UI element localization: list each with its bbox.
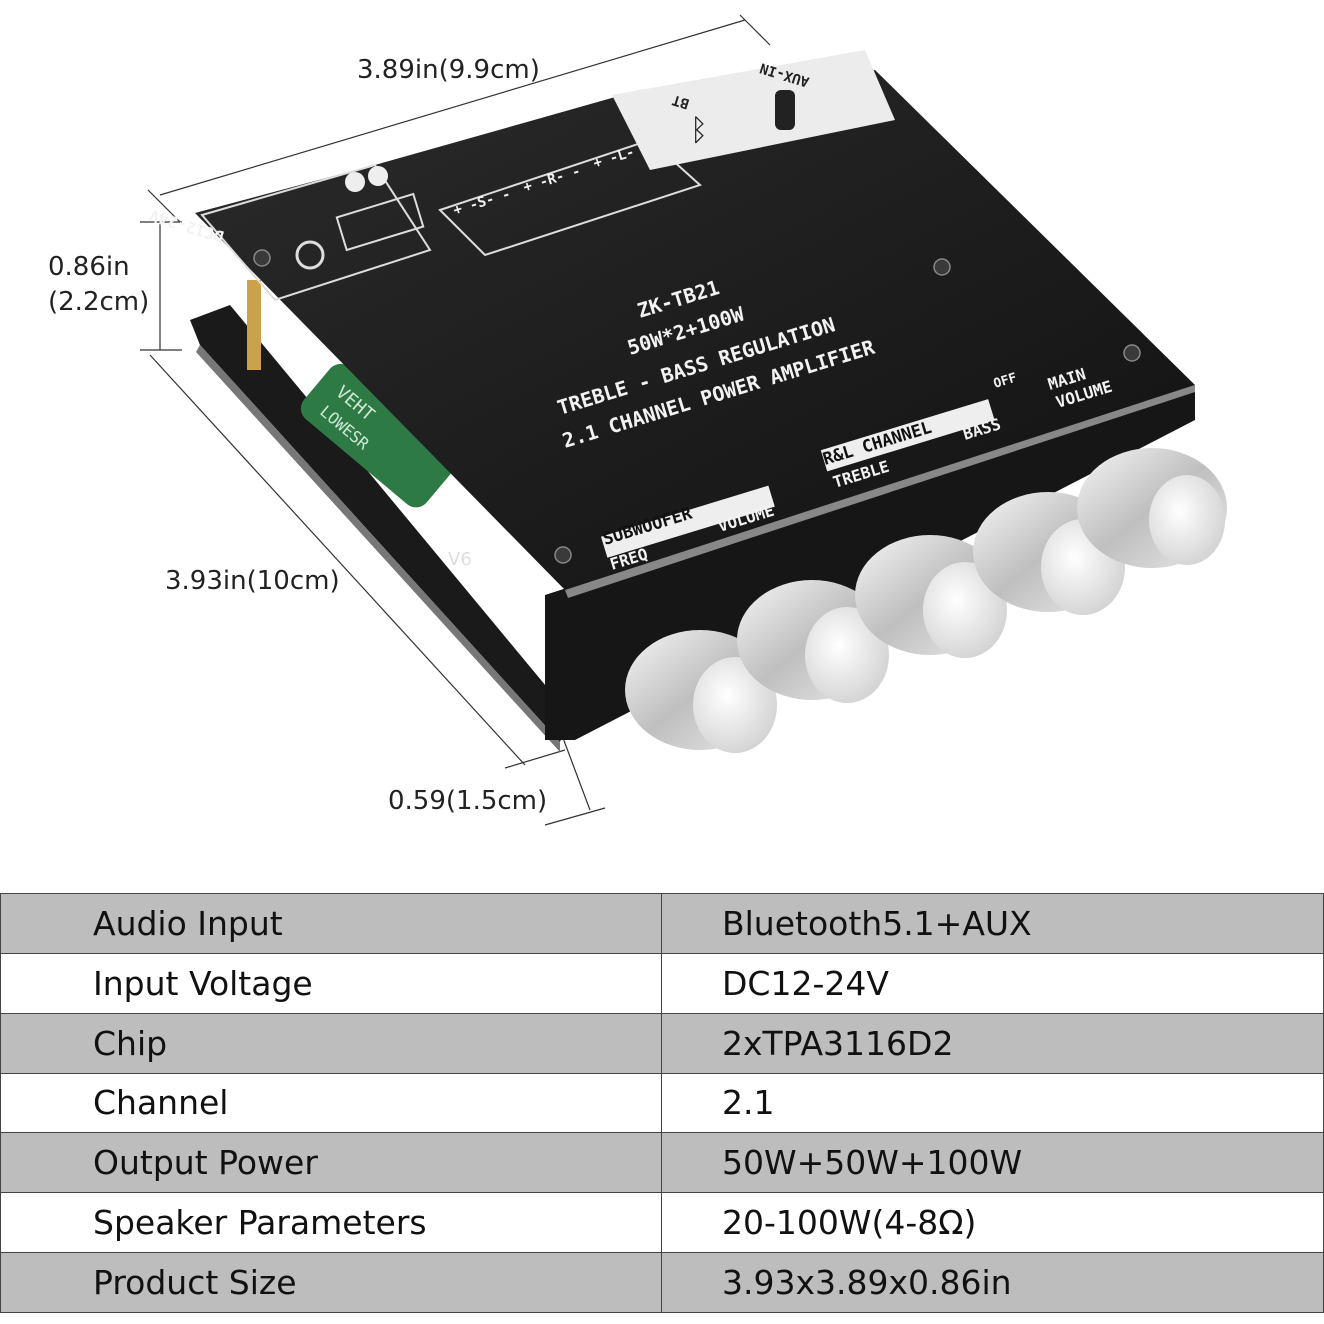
spec-value: 2.1	[661, 1072, 1324, 1134]
spec-label: Product Size	[0, 1252, 662, 1313]
pcb-bottom	[190, 305, 570, 742]
height-dimension-in: 0.86in	[48, 252, 130, 282]
spec-label: Speaker Parameters	[0, 1192, 662, 1254]
knob-subwoofer-freq[interactable]	[625, 630, 777, 753]
knob-treble[interactable]	[855, 535, 1007, 658]
spec-value: 50W+50W+100W	[661, 1132, 1324, 1194]
amplifier-illustration: VEHT LOWESR V6 DC12-24V	[140, 14, 1227, 826]
spec-value: 20-100W(4-8Ω)	[661, 1192, 1324, 1254]
length-dimension: 3.93in(10cm)	[165, 566, 340, 596]
spec-value: Bluetooth5.1+AUX	[661, 893, 1324, 954]
spec-value: DC12-24V	[661, 952, 1324, 1014]
spec-label: Chip	[0, 1012, 662, 1074]
svg-text:BT: BT	[670, 91, 691, 111]
spec-value: 3.93x3.89x0.86in	[661, 1252, 1324, 1313]
height-dimension-cm: (2.2cm)	[48, 287, 150, 317]
screws	[253, 249, 1141, 564]
dimension-lines	[140, 14, 771, 826]
v6-label: V6	[448, 549, 472, 570]
spec-label: Output Power	[0, 1132, 662, 1194]
capacitor: VEHT LOWESR	[300, 363, 456, 508]
spec-label: Audio Input	[0, 893, 662, 954]
knob-main-volume[interactable]	[1077, 448, 1227, 568]
spec-value: 2xTPA3116D2	[661, 1012, 1324, 1074]
bluetooth-icon: ᛒ	[690, 114, 708, 147]
knob-subwoofer-volume[interactable]	[737, 580, 889, 703]
spec-label: Input Voltage	[0, 952, 662, 1014]
standoff	[247, 280, 261, 370]
input-panel: BT AUX-IN ᛒ	[612, 50, 895, 170]
svg-text:OFF: OFF	[992, 371, 1019, 392]
aux-jack-icon	[775, 90, 795, 130]
product-figure: VEHT LOWESR V6 DC12-24V	[48, 14, 1227, 826]
width-dimension: 3.89in(9.9cm)	[357, 55, 540, 85]
knob-dimension: 0.59(1.5cm)	[388, 786, 548, 816]
spec-label: Channel	[0, 1072, 662, 1134]
top-plate	[195, 70, 1195, 590]
